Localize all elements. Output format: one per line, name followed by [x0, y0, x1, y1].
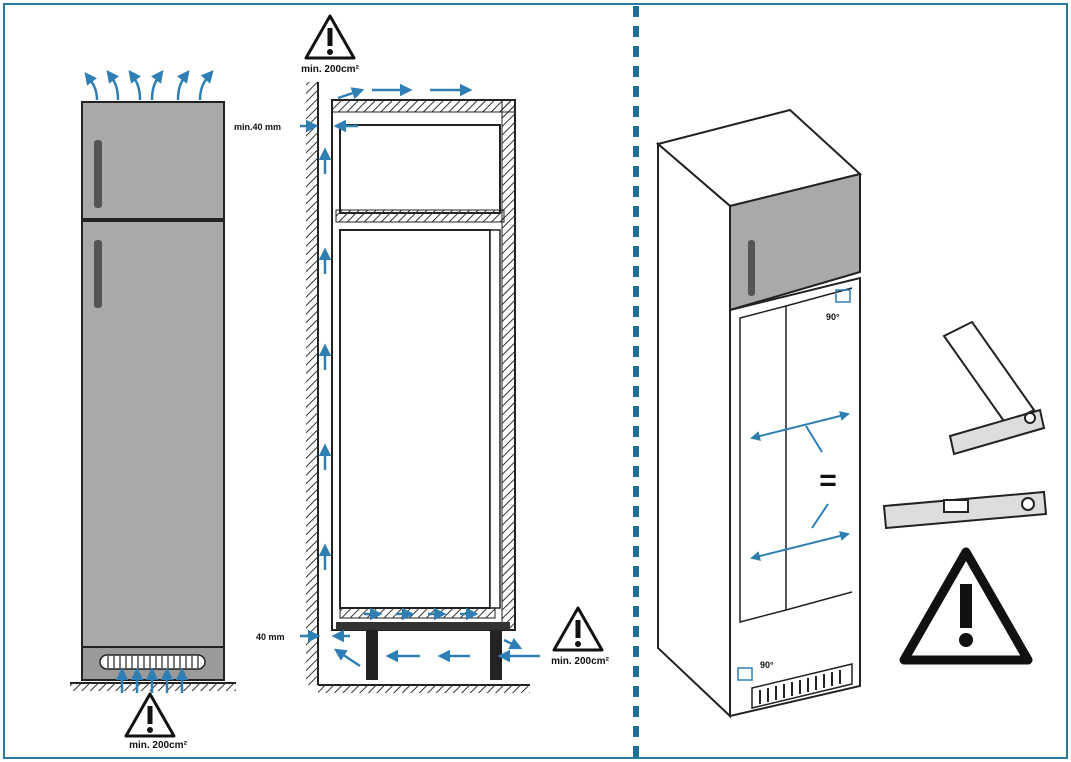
- air-flow-arrows-cavity: [318, 83, 540, 668]
- outer-frame: [3, 3, 1068, 759]
- min-area-top-label: min. 200cm²: [301, 64, 359, 75]
- air-flow-arrows-top: [84, 69, 214, 101]
- try-square-icon: [942, 320, 1046, 456]
- cabinet-perspective: [655, 108, 863, 719]
- min-gap-top-label: min.40 mm: [234, 122, 281, 132]
- equal-sign-label: =: [819, 464, 837, 497]
- fridge-freestanding: [70, 101, 236, 691]
- air-flow-arrows-bottom: [115, 667, 189, 693]
- angle-top-label: 90°: [826, 312, 840, 322]
- warning-triangle-icon: [304, 14, 356, 60]
- min-gap-bottom-label: 40 mm: [256, 632, 285, 642]
- warning-triangle-icon: [552, 606, 604, 652]
- base-vent-slots: [759, 670, 841, 704]
- warning-triangle-icon: [124, 692, 176, 738]
- min-area-bottom-right-label: min. 200cm²: [551, 656, 609, 667]
- angle-bottom-label: 90°: [760, 660, 774, 670]
- right-angle-marker-top: [835, 289, 851, 303]
- cabinet-section: [318, 99, 530, 693]
- warning-triangle-icon: [899, 547, 1033, 665]
- equal-width-arrows: [750, 411, 850, 561]
- min-area-bottom-left-label: min. 200cm²: [129, 740, 187, 751]
- spirit-level-icon: [882, 490, 1048, 530]
- wall: [306, 82, 319, 685]
- right-angle-marker-bottom: [737, 667, 753, 681]
